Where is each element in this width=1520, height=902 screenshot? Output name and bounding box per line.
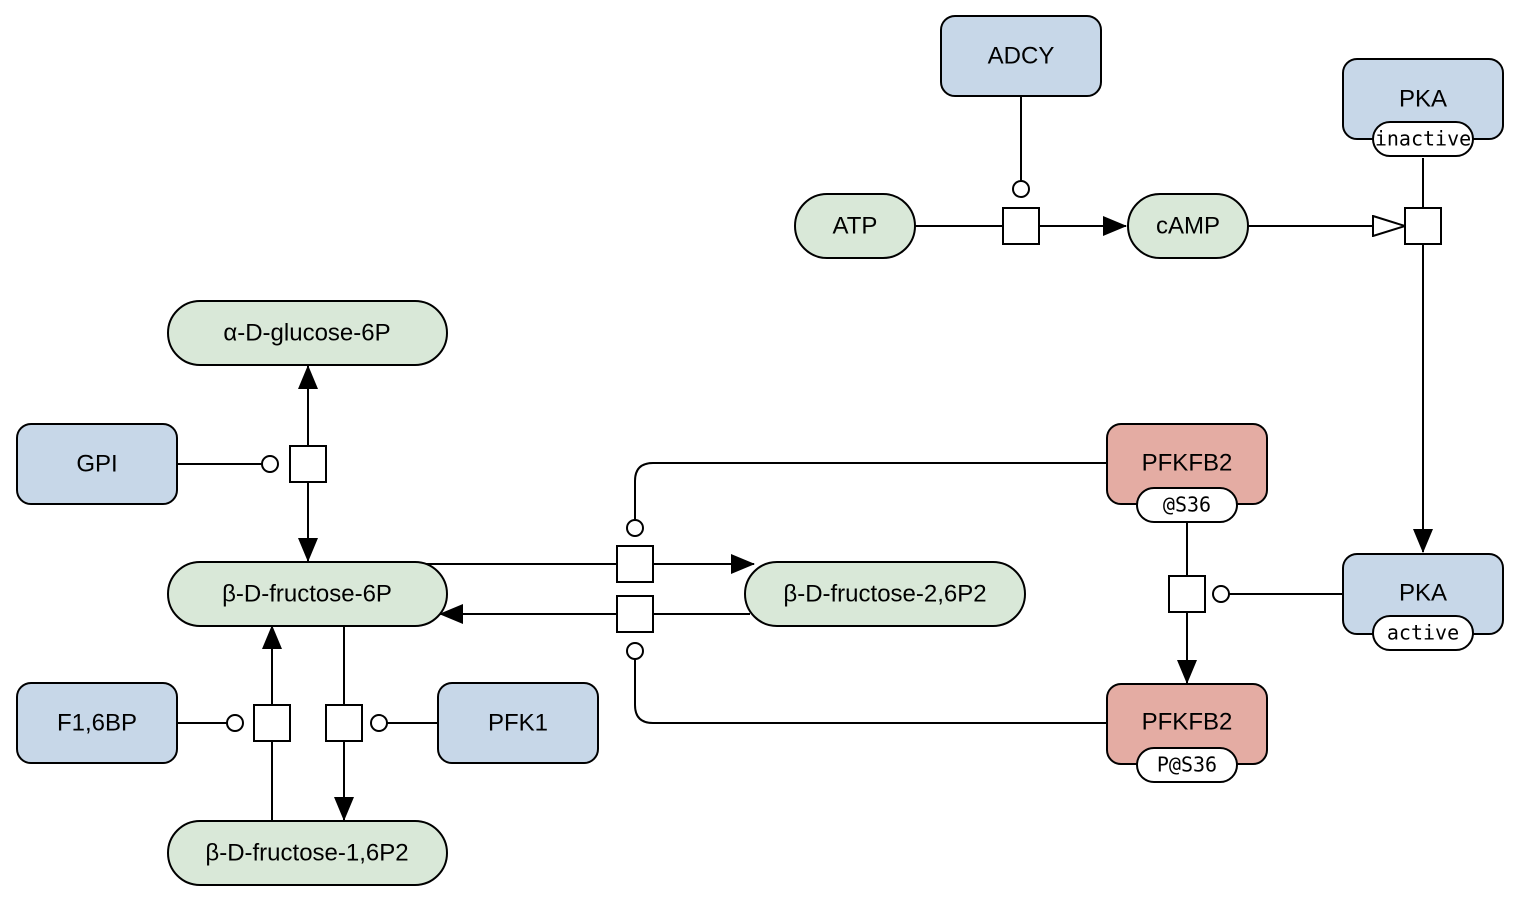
node-f16bp-label: F1,6BP bbox=[57, 709, 137, 736]
pfkfb2-kinase-catalysis-edge bbox=[634, 462, 1107, 520]
node-gpi[interactable]: GPI bbox=[16, 423, 178, 505]
node-pka-inactive[interactable]: PKA inactive bbox=[1342, 58, 1504, 157]
node-pfk1[interactable]: PFK1 bbox=[437, 682, 599, 764]
pfkfb2-phosphatase-catalysis-edge bbox=[634, 659, 1107, 724]
process-f6p-to-f26bp[interactable] bbox=[616, 545, 654, 583]
state-variable-box bbox=[1372, 121, 1474, 157]
node-pfkfb2-s36-label: PFKFB2 bbox=[1142, 449, 1233, 476]
process-pfkfb2-phosphorylation[interactable] bbox=[1168, 575, 1206, 613]
node-pfkfb2-ps36-state: P@S36 bbox=[1157, 753, 1217, 777]
node-b-d-fructose-16p2-label: β-D-fructose-1,6P2 bbox=[205, 839, 408, 866]
f16bp-catalysis-circle bbox=[226, 714, 244, 732]
process-gpi-isomerization[interactable] bbox=[289, 445, 327, 483]
node-a-d-glucose-6p-label: α-D-glucose-6P bbox=[223, 319, 390, 346]
pka-catalysis-circle bbox=[1212, 585, 1230, 603]
pfkfb2-phosphatase-catalysis-circle bbox=[626, 642, 644, 660]
pfkfb2-kinase-catalysis-circle bbox=[626, 519, 644, 537]
node-b-d-fructose-26p2-label: β-D-fructose-2,6P2 bbox=[783, 580, 986, 607]
pfk1-catalysis-circle bbox=[370, 714, 388, 732]
entity-nodes: ADCY PKA inactive ATP cAMP α-D-glucose-6… bbox=[16, 15, 1504, 886]
node-pka-active-label: PKA bbox=[1399, 579, 1447, 606]
node-pka-active-state: active bbox=[1387, 621, 1459, 645]
node-pka-active[interactable]: PKA active bbox=[1342, 553, 1504, 651]
state-variable-box bbox=[1372, 615, 1474, 651]
node-camp-label: cAMP bbox=[1156, 212, 1220, 239]
process-camp-synthesis[interactable] bbox=[1002, 207, 1040, 245]
node-adcy[interactable]: ADCY bbox=[940, 15, 1102, 97]
node-camp[interactable]: cAMP bbox=[1127, 193, 1249, 259]
node-f16bp[interactable]: F1,6BP bbox=[16, 682, 178, 764]
adcy-catalysis-circle bbox=[1012, 180, 1030, 198]
process-f6p-to-f16bp[interactable] bbox=[325, 704, 363, 742]
state-variable-box bbox=[1136, 487, 1238, 523]
node-pfkfb2-s36-state: @S36 bbox=[1163, 493, 1211, 517]
node-pka-inactive-state: inactive bbox=[1375, 127, 1471, 151]
process-f16bp-to-f6p[interactable] bbox=[253, 704, 291, 742]
node-atp[interactable]: ATP bbox=[794, 193, 916, 259]
node-b-d-fructose-6p-label: β-D-fructose-6P bbox=[222, 580, 392, 607]
process-f26bp-to-f6p[interactable] bbox=[616, 595, 654, 633]
node-b-d-fructose-16p2[interactable]: β-D-fructose-1,6P2 bbox=[167, 820, 448, 886]
state-variable-box bbox=[1136, 747, 1238, 783]
process-pka-activation[interactable] bbox=[1404, 207, 1442, 245]
node-pfkfb2-ps36-label: PFKFB2 bbox=[1142, 708, 1233, 735]
node-pfkfb2-s36[interactable]: PFKFB2 @S36 bbox=[1106, 423, 1268, 523]
node-pka-inactive-label: PKA bbox=[1399, 85, 1447, 112]
node-b-d-fructose-6p[interactable]: β-D-fructose-6P bbox=[167, 561, 448, 627]
node-pfkfb2-ps36[interactable]: PFKFB2 P@S36 bbox=[1106, 683, 1268, 783]
process-nodes bbox=[253, 207, 1442, 742]
node-atp-label: ATP bbox=[833, 212, 878, 239]
node-gpi-label: GPI bbox=[76, 450, 117, 477]
node-pfk1-label: PFK1 bbox=[488, 709, 548, 736]
gpi-catalysis-circle bbox=[261, 455, 279, 473]
node-b-d-fructose-26p2[interactable]: β-D-fructose-2,6P2 bbox=[744, 561, 1026, 627]
node-a-d-glucose-6p[interactable]: α-D-glucose-6P bbox=[167, 300, 448, 366]
node-adcy-label: ADCY bbox=[988, 42, 1055, 69]
edges bbox=[177, 96, 1433, 821]
